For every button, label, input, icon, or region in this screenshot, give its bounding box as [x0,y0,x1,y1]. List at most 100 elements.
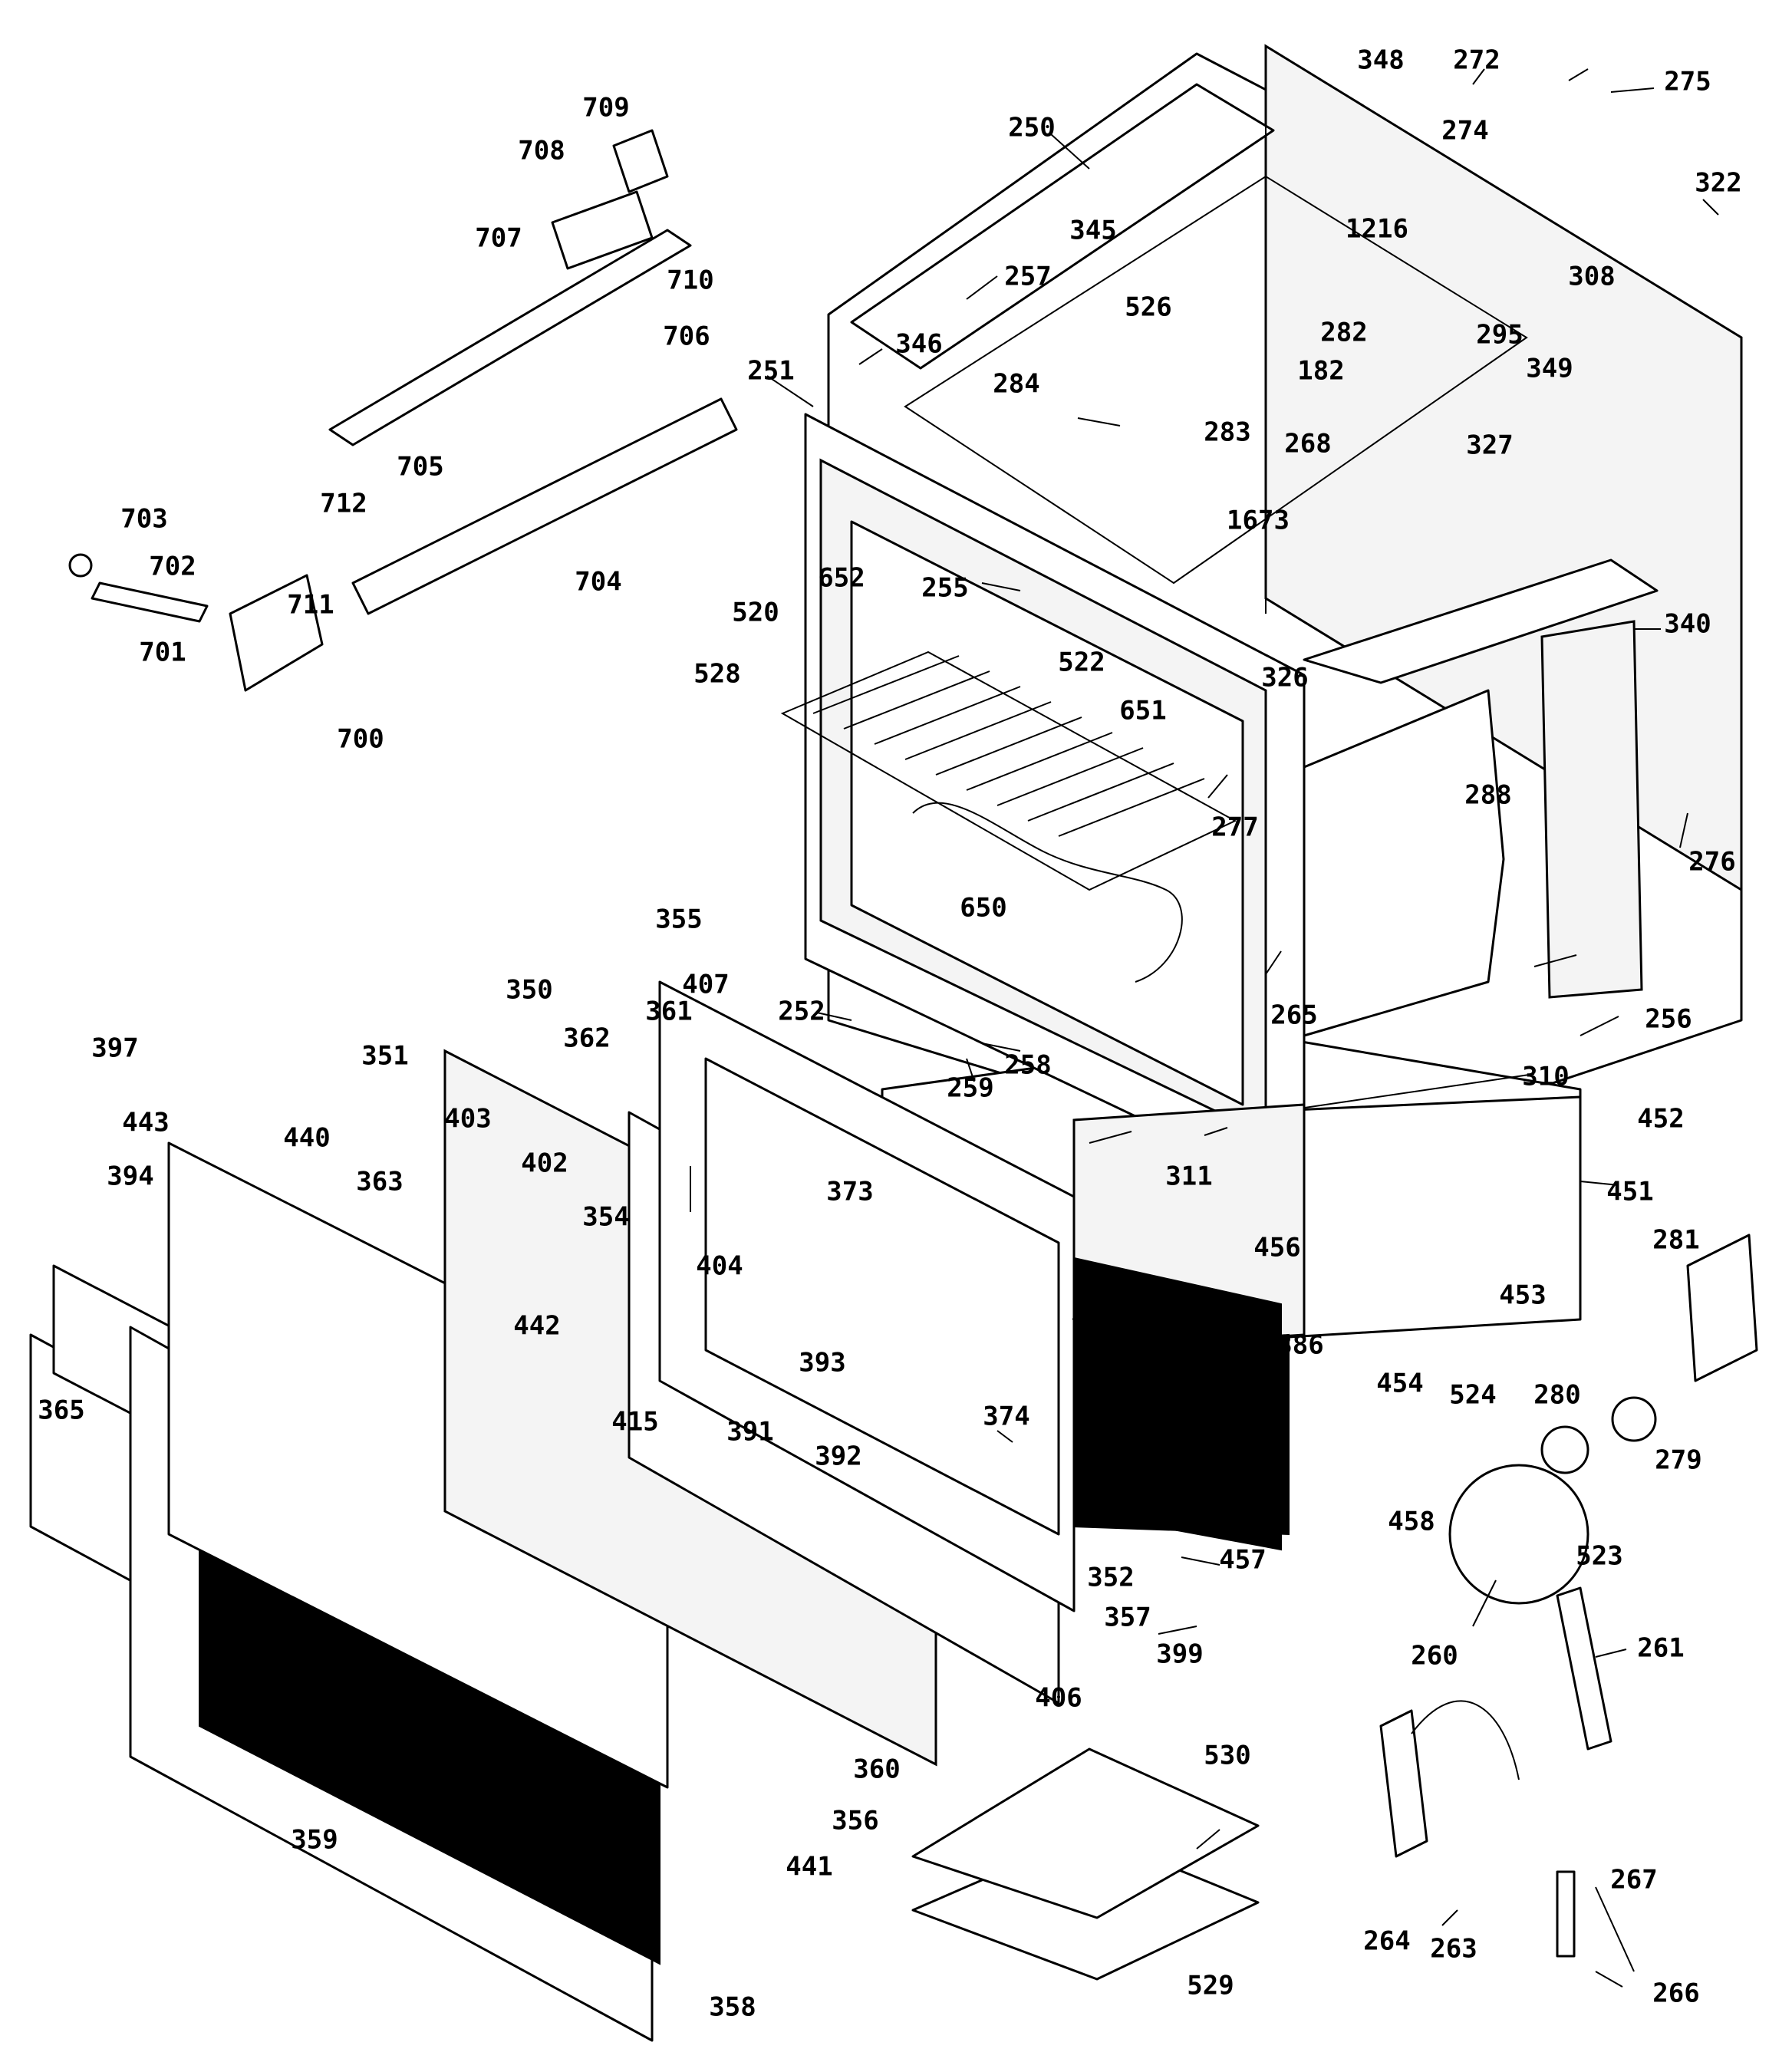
callout-520: 520 [732,598,779,628]
callout-310: 310 [1522,1062,1569,1092]
callout-530: 530 [1204,1741,1250,1771]
callout-281: 281 [1652,1225,1699,1256]
callout-361: 361 [645,996,692,1027]
oven-door-assembly [29,980,1076,2042]
callout-701: 701 [139,637,186,668]
callout-252: 252 [778,996,825,1027]
callout-440: 440 [283,1123,330,1154]
callout-710: 710 [667,265,713,296]
callout-labels: 250 251 252 255 256 257 258 259 260 261 … [38,45,1741,2023]
callout-443: 443 [122,1108,169,1138]
callout-397: 397 [91,1033,138,1064]
callout-326: 326 [1261,663,1308,693]
callout-357: 357 [1104,1602,1151,1633]
callout-348: 348 [1357,45,1404,76]
callout-272: 272 [1453,45,1500,76]
callout-374: 374 [983,1402,1029,1432]
callout-452: 452 [1637,1104,1684,1135]
callout-358: 358 [709,1992,756,2023]
callout-650: 650 [960,893,1006,924]
callout-406: 406 [1035,1683,1082,1714]
callout-706: 706 [663,321,710,352]
callout-703: 703 [120,504,167,535]
callout-457: 457 [1219,1545,1266,1576]
callout-346: 346 [895,329,942,360]
callout-268: 268 [1284,429,1331,460]
callout-441: 441 [786,1852,832,1882]
callout-359: 359 [291,1825,338,1856]
callout-523: 523 [1576,1541,1622,1572]
callout-711: 711 [287,590,334,621]
callout-399: 399 [1156,1639,1203,1670]
callout-264: 264 [1363,1926,1410,1957]
callout-651: 651 [1119,696,1166,726]
callout-282: 282 [1320,318,1367,348]
callout-259: 259 [947,1073,993,1104]
callout-360: 360 [853,1754,900,1785]
callout-340: 340 [1664,609,1711,640]
callout-704: 704 [575,567,621,598]
callout-392: 392 [815,1441,861,1472]
callout-258: 258 [1004,1050,1051,1081]
callout-308: 308 [1568,262,1615,292]
callout-266: 266 [1652,1978,1699,2009]
callout-705: 705 [397,452,443,483]
drawer-panel [1073,1257,1282,1551]
callout-526: 526 [1125,292,1171,323]
callout-251: 251 [747,356,794,387]
leader-lines [690,68,1719,1988]
callout-394: 394 [107,1161,153,1192]
callout-652: 652 [818,563,865,594]
callout-283: 283 [1204,417,1250,448]
callout-528: 528 [693,659,740,690]
callout-407: 407 [682,970,729,1000]
callout-365: 365 [38,1395,84,1426]
callout-351: 351 [361,1041,408,1072]
callout-354: 354 [582,1202,629,1233]
callout-280: 280 [1533,1380,1580,1411]
callout-1216: 1216 [1346,214,1408,245]
callout-391: 391 [726,1417,773,1448]
callout-261: 261 [1637,1633,1684,1664]
callout-709: 709 [582,93,629,124]
callout-453: 453 [1499,1280,1546,1311]
callout-362: 362 [563,1023,610,1054]
callout-295: 295 [1476,320,1523,351]
broiler-pan [911,1747,1260,1981]
callout-267: 267 [1610,1865,1657,1896]
callout-356: 356 [832,1806,878,1836]
callout-263: 263 [1430,1934,1477,1965]
parts-drawing [29,44,1758,2042]
callout-458: 458 [1388,1507,1435,1537]
callout-349: 349 [1526,354,1573,384]
callout-265: 265 [1270,1000,1317,1031]
callout-322: 322 [1695,168,1741,199]
callout-451: 451 [1606,1177,1653,1207]
callout-276: 276 [1688,847,1735,878]
callout-529: 529 [1187,1971,1234,2001]
callout-250: 250 [1008,113,1055,143]
callout-456: 456 [1253,1233,1300,1263]
callout-257: 257 [1004,262,1051,292]
callout-712: 712 [320,489,367,519]
callout-277: 277 [1211,812,1258,843]
callout-522: 522 [1058,647,1105,678]
callout-275: 275 [1664,67,1711,97]
callout-700: 700 [337,724,384,755]
callout-363: 363 [356,1167,403,1197]
callout-386: 386 [1276,1330,1323,1361]
callout-274: 274 [1441,116,1488,147]
callout-355: 355 [655,904,702,935]
callout-256: 256 [1645,1004,1692,1035]
light-hardware [1448,1234,1758,1605]
callout-393: 393 [799,1348,845,1379]
callout-402: 402 [521,1148,568,1179]
control-parts-upper-left [68,129,738,692]
callout-350: 350 [506,975,552,1006]
callout-702: 702 [149,552,196,582]
callout-345: 345 [1069,216,1116,246]
callout-311: 311 [1165,1161,1212,1192]
callout-442: 442 [513,1311,560,1342]
callout-373: 373 [826,1177,873,1207]
